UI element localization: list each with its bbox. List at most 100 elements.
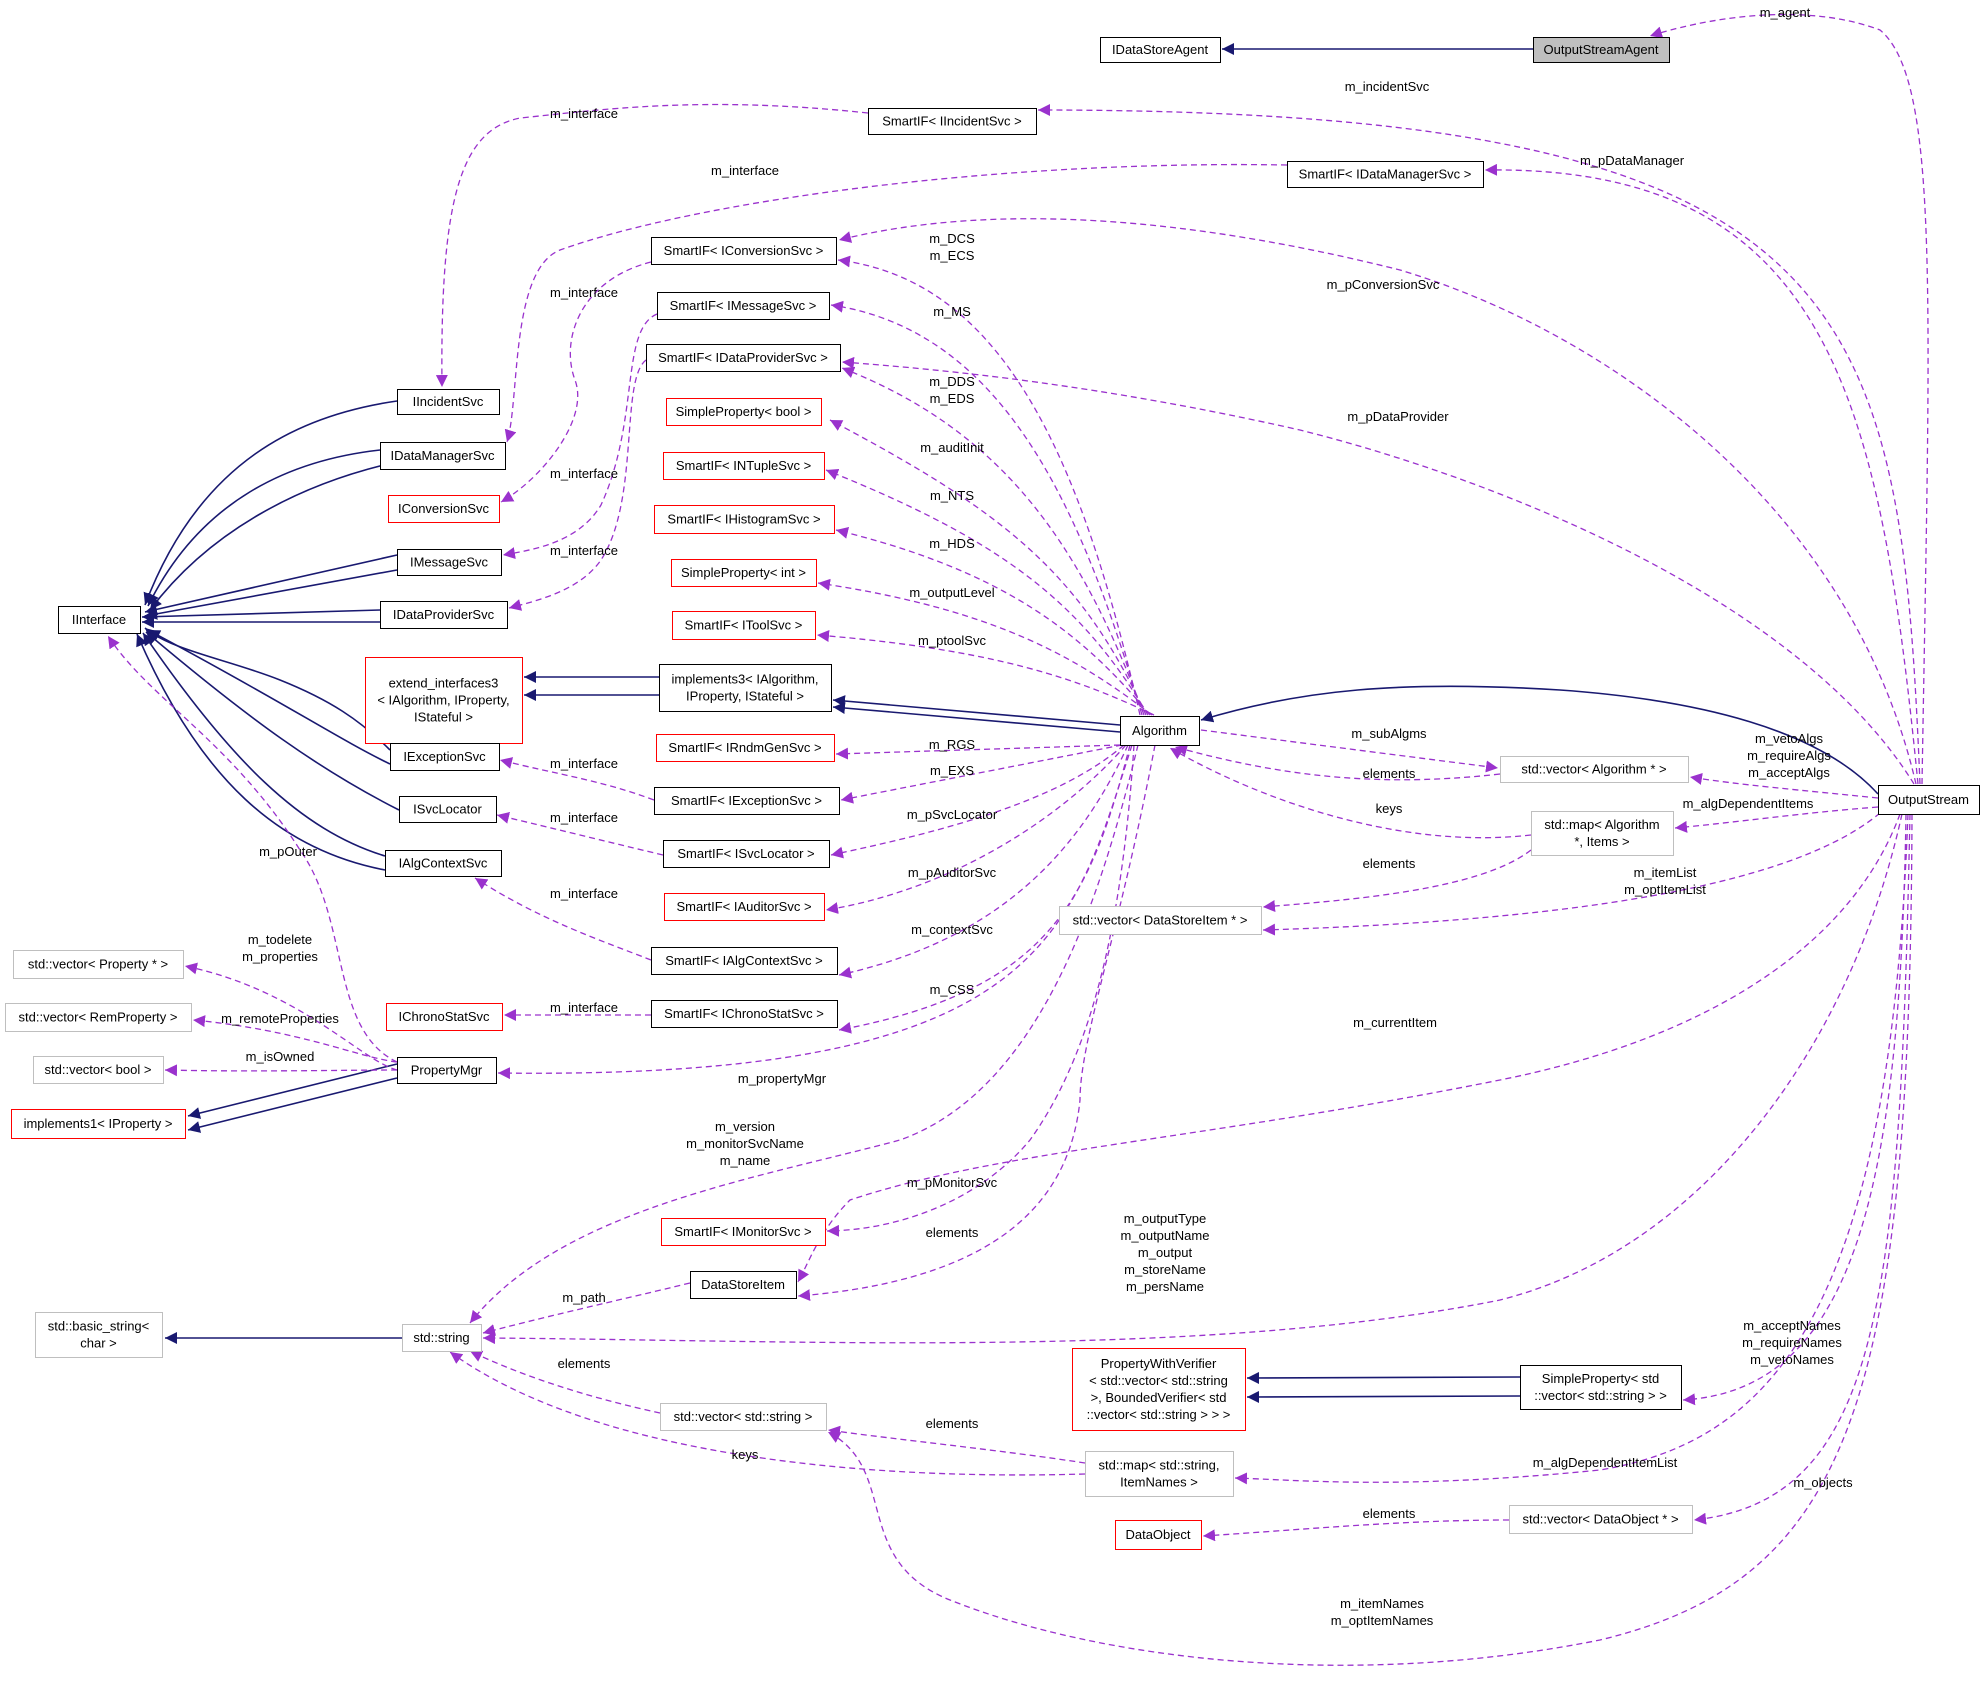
class-node-box xyxy=(1499,755,1690,784)
class-node-box xyxy=(1519,1364,1683,1411)
edge-label-m-interface: m_interface xyxy=(550,106,618,121)
class-node-smartif-idataprovidersvc[interactable]: SmartIF< IDataProviderSvc > xyxy=(645,343,842,373)
class-node-iincidentsvc[interactable]: IIncidentSvc xyxy=(396,388,501,416)
class-node-smartif-idatamanagersvc[interactable]: SmartIF< IDataManagerSvc > xyxy=(1286,160,1485,189)
class-nodes: IDataStoreAgent OutputStreamAgentSmartIF<… xyxy=(4,36,1981,1551)
class-node-smartif-iauditorsvc[interactable]: SmartIF< IAuditorSvc > xyxy=(663,892,826,922)
class-node-label: std::vector< Algorithm * > xyxy=(1521,762,1666,777)
class-node-label: ItemNames > xyxy=(1120,1475,1198,1490)
class-node-isvclocator[interactable]: ISvcLocator xyxy=(398,795,498,824)
inheritance-edge-isvclocator-to-iinterface xyxy=(145,631,400,811)
class-node-simpleproperty-vector-string[interactable]: SimpleProperty< std::vector< std::string… xyxy=(1519,1364,1683,1411)
class-node-outputstream[interactable]: OutputStream xyxy=(1877,784,1981,816)
class-node-idataprovidersvc[interactable]: IDataProviderSvc xyxy=(379,600,509,630)
class-node-smartif-imessagesvc[interactable]: SmartIF< IMessageSvc > xyxy=(656,291,831,321)
edge-label-m-pauditorsvc: m_pAuditorSvc xyxy=(908,865,997,880)
edge-label-m-dds: m_DDS xyxy=(929,374,975,389)
edge-label-m-psvclocator: m_pSvcLocator xyxy=(907,807,998,822)
edge-label-m-storename: m_storeName xyxy=(1124,1262,1206,1277)
class-node-ichronostatsvc[interactable]: IChronoStatSvc xyxy=(385,1002,504,1032)
edge-label-m-requirenames: m_requireNames xyxy=(1742,1335,1842,1350)
class-node-map-algorithm[interactable]: std::map< Algorithm*, Items > xyxy=(1530,810,1675,857)
inheritance-edge-outputstream-to-algorithm xyxy=(1200,685,1879,795)
class-node-idatamanagersvc[interactable]: IDataManagerSvc xyxy=(379,441,507,471)
class-node-vector-remproperty[interactable]: std::vector< RemProperty > xyxy=(4,1002,193,1033)
class-node-dataobject[interactable]: DataObject xyxy=(1114,1519,1203,1551)
class-node-label: std::vector< std::string > xyxy=(674,1409,813,1424)
class-node-box xyxy=(653,504,836,535)
class-node-ialgcontextsvc[interactable]: IAlgContextSvc xyxy=(384,849,503,878)
class-node-smartif-imonitorsvc[interactable]: SmartIF< IMonitorSvc > xyxy=(660,1217,827,1247)
class-node-label: IStateful > xyxy=(414,710,473,725)
class-node-propertymgr[interactable]: PropertyMgr xyxy=(396,1056,498,1085)
class-node-box xyxy=(663,892,826,922)
class-node-smartif-intuplesvc[interactable]: SmartIF< INTupleSvc > xyxy=(662,451,826,481)
class-node-basic-string[interactable]: std::basic_string<char > xyxy=(34,1311,164,1359)
usage-edge-m-incidentsvc-to-smartif-iincidentsvc xyxy=(1037,104,1921,785)
edge-label-m-pconversionsvc: m_pConversionSvc xyxy=(1327,277,1440,292)
class-node-vector-dataobject[interactable]: std::vector< DataObject * > xyxy=(1508,1504,1694,1535)
class-node-label: PropertyMgr xyxy=(411,1063,483,1078)
class-node-vector-datastoreitem[interactable]: std::vector< DataStoreItem * > xyxy=(1058,905,1263,936)
usage-edge-m-objects-to-vector-dataobject xyxy=(1693,813,1911,1525)
class-node-vector-algorithm[interactable]: std::vector< Algorithm * > xyxy=(1499,755,1690,784)
edge-label-m-algdependentitemlist: m_algDependentItemList xyxy=(1533,1455,1678,1470)
class-node-label: IDataProviderSvc xyxy=(393,607,495,622)
inheritance-edge-iexceptionsvc-to-iinterface xyxy=(144,627,391,751)
class-node-smartif-ihistogramsvc[interactable]: SmartIF< IHistogramSvc > xyxy=(653,504,836,535)
class-node-box xyxy=(1058,905,1263,936)
class-node-label: SmartIF< IMessageSvc > xyxy=(670,298,817,313)
class-node-simpleproperty-bool[interactable]: SimpleProperty< bool > xyxy=(665,397,823,427)
class-node-smartif-ichronostatsvc[interactable]: SmartIF< IChronoStatSvc > xyxy=(650,999,839,1029)
usage-edge-m-css-to-smartif-ichronostatsvc xyxy=(838,744,1131,1034)
usage-edge-m-itemnames-to-vector-string xyxy=(827,813,1913,1666)
class-node-label: IMessageSvc xyxy=(410,555,489,570)
class-node-iexceptionsvc[interactable]: IExceptionSvc xyxy=(389,742,501,772)
edge-label-m-acceptalgs: m_acceptAlgs xyxy=(1748,765,1830,780)
edge-label-m-objects: m_objects xyxy=(1793,1475,1853,1490)
usage-edge-keys-to-algorithm xyxy=(1169,747,1532,839)
class-node-smartif-irndmgensvc[interactable]: SmartIF< IRndmGenSvc > xyxy=(655,733,836,763)
edge-label-m-rgs: m_RGS xyxy=(929,737,976,752)
class-node-label: SmartIF< IToolSvc > xyxy=(685,618,803,633)
edge-label-m-version: m_version xyxy=(715,1119,775,1134)
class-node-propertywithverifier[interactable]: PropertyWithVerifier< std::vector< std::… xyxy=(1071,1347,1247,1432)
class-node-extend-interfaces3[interactable]: extend_interfaces3< IAlgorithm, IPropert… xyxy=(364,656,524,745)
class-node-iinterface[interactable]: IInterface xyxy=(57,605,142,635)
class-node-outputstreamagent[interactable]: OutputStreamAgent xyxy=(1532,36,1671,64)
class-node-smartif-ialgcontextsvc[interactable]: SmartIF< IAlgContextSvc > xyxy=(650,946,839,976)
class-node-smartif-iconversionsvc[interactable]: SmartIF< IConversionSvc > xyxy=(650,236,838,266)
class-node-smartif-itoolsvc[interactable]: SmartIF< IToolSvc > xyxy=(671,610,817,641)
class-node-vector-property[interactable]: std::vector< Property * > xyxy=(12,949,185,980)
class-node-box xyxy=(1877,784,1981,816)
class-node-vector-bool[interactable]: std::vector< bool > xyxy=(32,1055,165,1085)
class-node-label: IIncidentSvc xyxy=(413,394,484,409)
class-node-imessagesvc[interactable]: IMessageSvc xyxy=(396,548,503,577)
class-node-map-string-itemnames[interactable]: std::map< std::string,ItemNames > xyxy=(1084,1450,1235,1498)
class-node-box xyxy=(379,600,509,630)
class-node-simpleproperty-int[interactable]: SimpleProperty< int > xyxy=(670,558,818,588)
inheritance-edge-propertymgr-to-implements1 xyxy=(187,1063,398,1119)
class-node-datastoreitem[interactable]: DataStoreItem xyxy=(689,1270,798,1300)
class-node-label: SmartIF< IAuditorSvc > xyxy=(676,899,811,914)
class-node-std-string[interactable]: std::string xyxy=(401,1323,483,1353)
class-node-box xyxy=(1508,1504,1694,1535)
class-node-implements3[interactable]: implements3< IAlgorithm,IProperty, IStat… xyxy=(658,663,833,713)
usage-edge-m-remoteproperties-to-vector-remproperty xyxy=(192,1015,398,1063)
class-node-label: SmartIF< IHistogramSvc > xyxy=(667,512,820,527)
usage-edge-m-pouter-to-iinterface xyxy=(107,635,398,1063)
class-node-iconversionsvc[interactable]: IConversionSvc xyxy=(387,494,501,524)
usage-edge-m-interface-to-isvclocator xyxy=(496,811,664,856)
class-node-smartif-iincidentsvc[interactable]: SmartIF< IIncidentSvc > xyxy=(867,107,1038,136)
class-node-implements1[interactable]: implements1< IProperty > xyxy=(10,1108,187,1140)
class-node-label: extend_interfaces3 xyxy=(389,676,499,691)
class-node-vector-string[interactable]: std::vector< std::string > xyxy=(659,1402,828,1432)
class-node-idatastoreagent[interactable]: IDataStoreAgent xyxy=(1099,36,1222,64)
edge-label-m-dcs: m_DCS xyxy=(929,231,975,246)
class-node-algorithm[interactable]: Algorithm xyxy=(1119,715,1201,747)
edge-label-m-outputtype: m_outputType xyxy=(1124,1211,1206,1226)
class-node-smartif-isvclocator[interactable]: SmartIF< ISvcLocator > xyxy=(662,839,831,869)
class-node-box xyxy=(364,656,524,745)
class-node-label: IDataStoreAgent xyxy=(1112,42,1209,57)
class-node-smartif-iexceptionsvc[interactable]: SmartIF< IExceptionSvc > xyxy=(653,786,841,816)
